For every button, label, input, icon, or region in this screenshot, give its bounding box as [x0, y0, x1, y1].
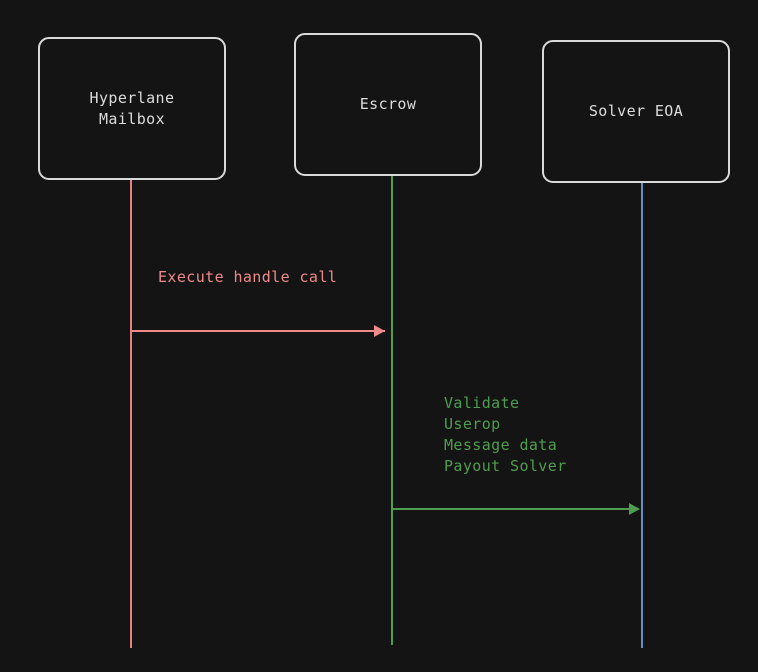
message-line-execute-handle-call: [131, 330, 385, 332]
arrow-head-execute-handle-call: [374, 325, 385, 337]
lifeline-hyperlane-mailbox: [130, 180, 132, 648]
lifeline-escrow: [391, 176, 393, 645]
participant-box-escrow[interactable]: Escrow: [294, 33, 482, 176]
message-label-execute-handle-call: Execute handle call: [158, 268, 338, 286]
message-label-validate-payout: Validate Userop Message data Payout Solv…: [444, 394, 567, 475]
lifeline-solver-eoa: [641, 183, 643, 648]
participant-label-hyperlane-mailbox: Hyperlane Mailbox: [89, 88, 175, 128]
participant-label-escrow: Escrow: [359, 95, 417, 113]
participant-box-solver-eoa[interactable]: Solver EOA: [542, 40, 730, 183]
arrow-head-validate-payout: [629, 503, 640, 515]
participant-label-solver-eoa: Solver EOA: [588, 102, 684, 120]
participant-box-hyperlane-mailbox[interactable]: Hyperlane Mailbox: [38, 37, 226, 180]
message-line-validate-payout: [392, 508, 635, 510]
